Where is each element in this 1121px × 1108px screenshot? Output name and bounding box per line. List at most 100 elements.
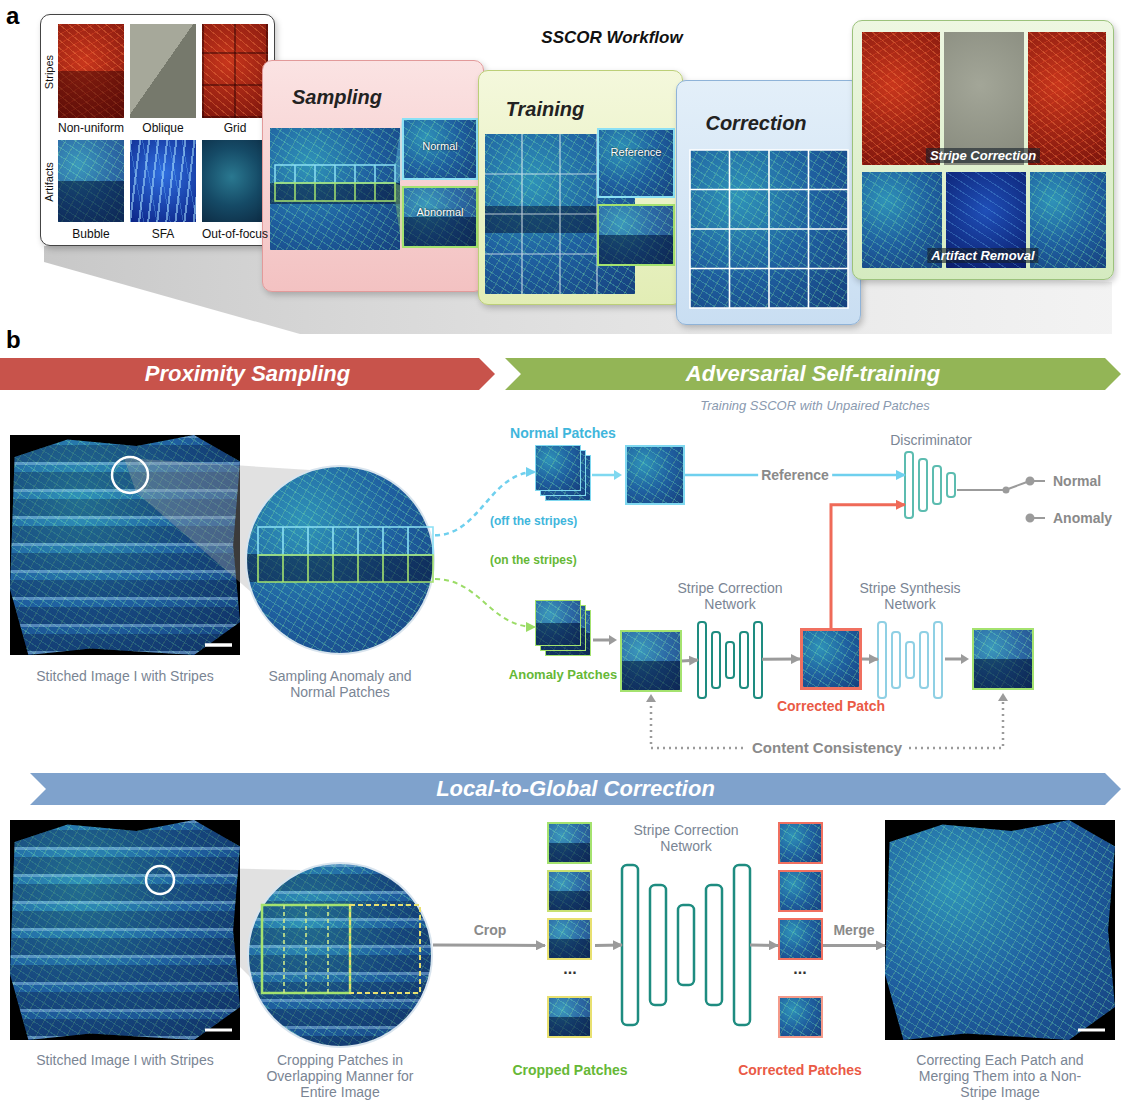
- network-icons: [726, 642, 734, 678]
- normal-patches-node: Normal Patches: [535, 445, 685, 505]
- banner-shape: [0, 358, 495, 390]
- connector: [433, 943, 545, 946]
- sampling-grid: [395, 183, 402, 248]
- network-icons: [1027, 515, 1034, 522]
- nonuniform-image: [58, 24, 124, 118]
- cropped-patch: [547, 822, 592, 864]
- network-icons: [614, 470, 622, 480]
- network-icons: [961, 654, 969, 664]
- connector: [435, 579, 535, 627]
- types-card: StripesNon-uniformObliqueGridArtifactsBu…: [40, 14, 275, 246]
- panel-b-drawings: [1078, 1029, 1105, 1032]
- network-icons: [1008, 482, 1027, 489]
- connector: [750, 944, 778, 947]
- network-icons: [934, 622, 942, 698]
- network-icons: [933, 466, 941, 504]
- network-icons: [947, 473, 955, 497]
- anomaly-patches-node-text: Anomaly Patches: [509, 667, 617, 682]
- sampling-card-text: Normal: [422, 140, 457, 152]
- types-card-text: SFA: [152, 227, 175, 241]
- anomaly-inset: [597, 204, 675, 266]
- output-scale-bar: [1078, 1029, 1105, 1032]
- stage-banner: Proximity Sampling: [0, 358, 495, 390]
- output-image: [885, 820, 1115, 1040]
- correction-card: Correction: [676, 80, 861, 325]
- corrected-patches-node-text: Corrected Patches: [738, 1062, 862, 1078]
- network-icons: [919, 459, 927, 511]
- edge-label: Reference: [758, 467, 832, 483]
- panel-b-drawings: [205, 644, 232, 647]
- network-icons: [698, 622, 706, 698]
- correction-network-node: Stripe Correction Network: [622, 860, 750, 1030]
- stage-banner: Local-to-Global Correction: [30, 773, 1121, 805]
- network-icons: [878, 622, 942, 698]
- training-card-text: Training: [506, 98, 585, 121]
- types-card-text: Grid: [224, 121, 247, 135]
- cropped-patch: [547, 996, 592, 1038]
- correction-network-node-text: Stripe Correction Network: [665, 580, 795, 612]
- panel-letter: a: [6, 2, 19, 30]
- panel-letter: b: [6, 326, 21, 354]
- sampling-card-text: Sampling: [292, 86, 382, 109]
- zoom-circle-node: Sampling Anomaly and Normal Patches: [245, 465, 435, 655]
- oblique-image: [130, 24, 196, 118]
- corrected-patch-node-text: Corrected Patch: [777, 698, 885, 714]
- corrected-patch: [800, 628, 862, 690]
- stage-banner-text: Adversarial Self-training: [505, 358, 1121, 390]
- corrected-red-image: [862, 32, 940, 165]
- cropped-patch: [547, 918, 592, 960]
- network-icons: [1027, 478, 1034, 485]
- types-card-text: Non-uniform: [58, 121, 124, 135]
- focus-restored-image: [1030, 172, 1106, 268]
- types-card-text: Stripes: [43, 55, 55, 89]
- corrected-patch-node: Corrected Patch: [800, 628, 862, 690]
- reference-inset: [597, 128, 675, 198]
- stitched-image-node-text: Stitched Image I with Stripes: [15, 668, 235, 684]
- correction-grid: [690, 150, 848, 308]
- output-label: Normal: [1050, 473, 1104, 489]
- corrected-grid-image: [1028, 32, 1106, 165]
- zoom-circle-node: Cropping Patches in Overlapping Manner f…: [247, 862, 433, 1048]
- network-icons: [740, 632, 748, 688]
- zoom-circle: [245, 465, 435, 655]
- edge-label: (on the stripes): [488, 553, 579, 567]
- corrected-patch: [778, 996, 823, 1038]
- correction-network-node: Stripe Correction Network: [698, 620, 762, 700]
- network-icons: [892, 632, 900, 688]
- discriminator-node: Discriminator: [905, 452, 957, 518]
- sfa-image: [130, 140, 196, 222]
- output-image-node: Correcting Each Patch and Merging Them i…: [885, 820, 1115, 1040]
- sampling-card-text: Abnormal: [416, 206, 463, 218]
- loss-label: Content Consistency: [746, 739, 908, 757]
- corrected-grey-image: [944, 32, 1024, 165]
- network-icons: [650, 885, 666, 1005]
- sampling-patch-grid: [258, 555, 433, 582]
- network-icons: [734, 865, 750, 1025]
- panel-b-drawings: [112, 457, 148, 493]
- network-icons: [646, 694, 656, 702]
- synthesis-network-node-text: Stripe Synthesis Network: [845, 580, 975, 612]
- output-label: Anomaly: [1050, 510, 1115, 526]
- network-icons: [712, 632, 720, 688]
- normal-patch: [535, 445, 581, 491]
- normal-patches-node-text: Normal Patches: [510, 425, 616, 441]
- out-of-focus-image: [202, 140, 268, 222]
- output-image-node-text: Correcting Each Patch and Merging Them i…: [905, 1052, 1095, 1100]
- corrected-patch: [778, 918, 823, 960]
- output-scale-bar: [205, 644, 232, 647]
- banner-shape: [505, 358, 1121, 390]
- anomaly-patch: [535, 600, 581, 646]
- stage-banner-text: Local-to-Global Correction: [30, 773, 1121, 805]
- cropped-patches-node-text: Cropped Patches: [512, 1062, 627, 1078]
- bubble-image: [58, 140, 124, 222]
- network-icons: [878, 622, 886, 698]
- sampling-card: SamplingNormalAbnormal: [262, 60, 484, 292]
- types-card-text: Bubble: [72, 227, 109, 241]
- network-icons: [957, 489, 1004, 491]
- output-card-text: Artifact Removal: [927, 248, 1038, 263]
- stage-banner: Adversarial Self-training: [505, 358, 1121, 390]
- network-icons: [905, 452, 913, 518]
- crop-windows: [262, 905, 350, 993]
- synthesized-patch: [972, 628, 1034, 690]
